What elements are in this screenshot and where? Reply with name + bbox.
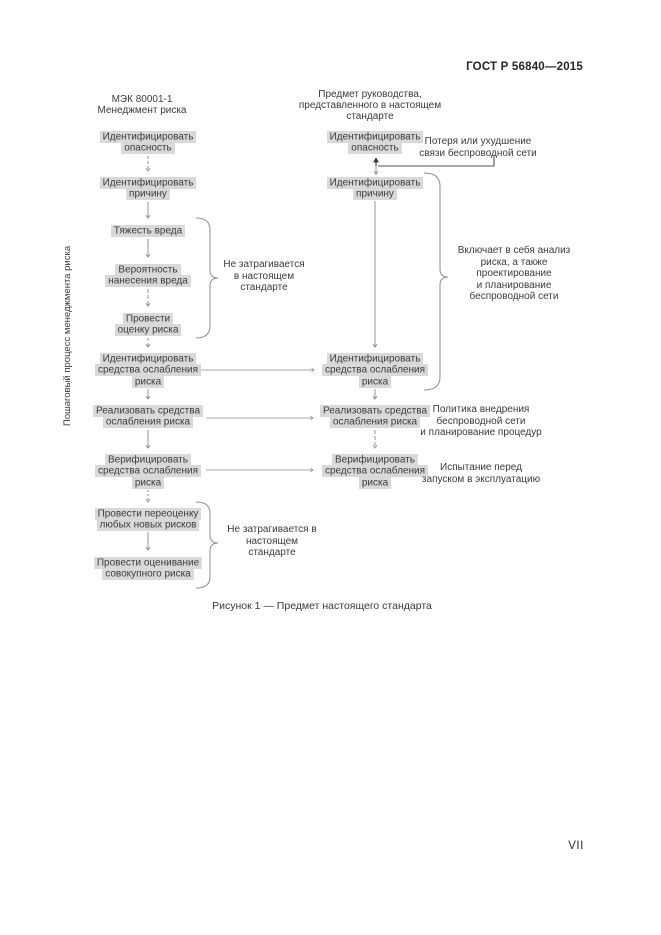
node-identify-cause: Идентифицировать причину: [81, 176, 215, 200]
node-reassess-new-risks: Провести переоценку любых новых рисков: [81, 507, 215, 531]
right-node-identify-cause: Идентифицировать причину: [308, 176, 442, 200]
node-highlight: Реализовать средства ослабления риска: [320, 404, 430, 428]
node-harm-severity: Тяжесть вреда: [81, 224, 215, 237]
node-highlight: Идентифицировать средства ослабления рис…: [94, 352, 201, 388]
node-verify-mitigations: Верифицировать средства ослабления риска: [81, 453, 215, 489]
node-risk-evaluation: Провести оценку риска: [81, 312, 215, 336]
brace-label-not-covered-1: Не затрагивается в настоящем стандарте: [223, 259, 305, 293]
node-highlight: Вероятность нанесения вреда: [105, 263, 191, 287]
annotation-deployment-policy: Политика внедрения беспроводной сети и п…: [420, 404, 542, 438]
left-column-title: МЭК 80001-1 Менеджмент риска: [97, 94, 187, 116]
annotation-includes-analysis: Включает в себя анализ риска, а также пр…: [457, 245, 571, 302]
node-highlight: Верифицировать средства ослабления риска: [94, 453, 201, 489]
node-identify-mitigations: Идентифицировать средства ослабления рис…: [81, 352, 215, 388]
node-highlight: Провести оценку риска: [114, 312, 182, 336]
node-highlight: Идентифицировать опасность: [326, 130, 424, 154]
right-node-verify-mitigations: Верифицировать средства ослабления риска: [308, 453, 442, 489]
right-column-title: Предмет руководства, представленного в н…: [298, 89, 442, 122]
right-node-implement-mitigations: Реализовать средства ослабления риска: [308, 404, 442, 428]
brace-label-not-covered-2: Не затрагивается в настоящем стандарте: [227, 524, 317, 558]
node-evaluate-overall-risk: Провести оценивание совокупного риска: [81, 556, 215, 580]
node-harm-probability: Вероятность нанесения вреда: [81, 263, 215, 287]
page-number: VII: [568, 840, 584, 852]
node-identify-hazard: Идентифицировать опасность: [81, 130, 215, 154]
annotation-wireless-loss: Потеря или ухудшение связи беспроводной …: [419, 136, 537, 159]
node-highlight: Провести переоценку любых новых рисков: [94, 507, 202, 531]
node-highlight: Идентифицировать причину: [326, 176, 424, 200]
node-highlight: Тяжесть вреда: [110, 224, 186, 237]
node-highlight: Идентифицировать средства ослабления рис…: [321, 352, 428, 388]
node-highlight: Провести оценивание совокупного риска: [93, 556, 203, 580]
node-implement-mitigations: Реализовать средства ослабления риска: [81, 404, 215, 428]
side-axis-label: Пошаговый процесс менеджмента риска: [62, 245, 73, 427]
figure-caption: Рисунок 1 — Предмет настоящего стандарта: [212, 600, 432, 612]
node-highlight: Идентифицировать причину: [99, 176, 197, 200]
node-highlight: Реализовать средства ослабления риска: [93, 404, 203, 428]
right-node-identify-hazard: Идентифицировать опасность: [308, 130, 442, 154]
page-header: ГОСТ Р 56840—2015: [466, 61, 583, 73]
right-node-identify-mitigations: Идентифицировать средства ослабления рис…: [308, 352, 442, 388]
annotation-pre-launch-testing: Испытание перед запуском в эксплуатацию: [421, 462, 541, 485]
node-highlight: Идентифицировать опасность: [99, 130, 197, 154]
